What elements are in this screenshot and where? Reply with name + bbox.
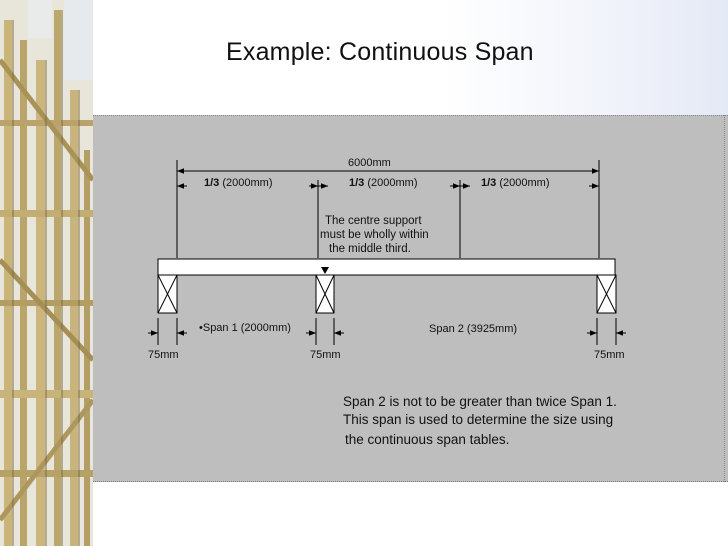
centre-support-marker [321,267,329,274]
panel-bottom-border [93,481,728,482]
support-centre [315,274,335,314]
rule-note-line-2: This span is used to determine the size … [343,412,614,427]
panel-top-border [93,115,728,116]
overall-dimension-label: 6000mm [348,157,391,169]
rule-note-line-3: the continuous span tables. [345,432,510,447]
support-left [157,274,178,314]
third-fraction-3: 1/3 [481,177,497,189]
support-width-centre: 75mm [310,349,341,361]
support-width-right: 75mm [594,349,625,361]
support-right [596,274,617,314]
timber-frame-photo [0,0,93,546]
support-width-left: 75mm [148,349,179,361]
centre-note-line-1: The centre support [325,215,422,227]
third-fraction-1: 1/3 [204,177,220,189]
centre-note-line-3: the middle third. [329,243,411,255]
panel-right-border [724,115,725,482]
span2-label: Span 2 (3925mm) [429,323,518,335]
span1-label: •Span 1 (2000mm) [199,322,291,334]
third-length-2: (2000mm) [367,177,418,189]
title-band [93,0,728,115]
rule-note-line-1: Span 2 is not to be greater than twice S… [343,394,617,409]
third-label-3: 1/3 (2000mm) [481,177,549,190]
third-label-1: 1/3 (2000mm) [204,177,272,190]
slide-title: Example: Continuous Span [226,38,534,66]
third-length-3: (2000mm) [499,177,550,189]
third-fraction-2: 1/3 [349,177,365,189]
third-label-2: 1/3 (2000mm) [349,177,417,190]
diagram-panel [93,115,728,482]
centre-note-line-2: must be wholly within [320,229,429,241]
third-length-1: (2000mm) [222,177,273,189]
beam [157,258,616,276]
